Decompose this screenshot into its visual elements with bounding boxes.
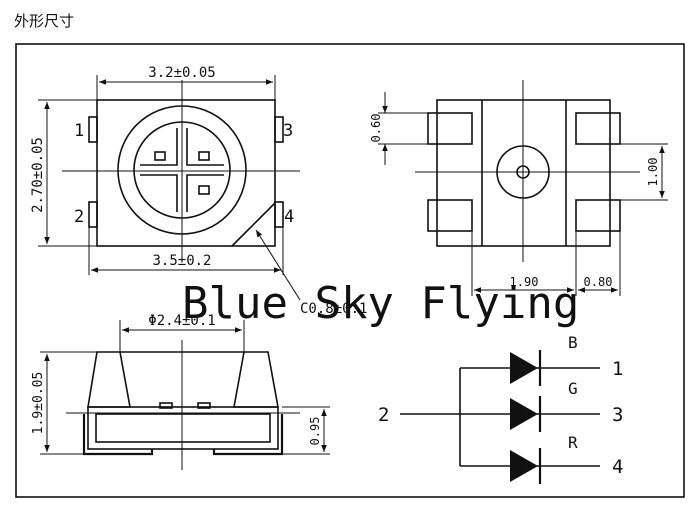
lens-cross: [140, 128, 224, 212]
diode-r: [510, 450, 538, 482]
dim-lead-width: 3.5±0.2: [152, 253, 211, 269]
diode-g: [510, 398, 538, 430]
bottom-pad-tl: [427, 112, 473, 145]
channel-color-b: B: [568, 333, 578, 352]
drawing-frame: [15, 43, 685, 498]
circuit-common-pin: 2: [378, 404, 389, 426]
pad-4: [274, 201, 284, 228]
package-body: [87, 406, 279, 450]
chip-2: [198, 151, 210, 161]
channel-color-g: G: [568, 379, 578, 398]
dome-right-wall: [233, 351, 279, 408]
bottom-view: 0.60 1.00 1.90 0.80: [369, 80, 668, 296]
lead-left: [82, 414, 154, 456]
pin-label-1: 1: [74, 121, 84, 141]
chamfer-edge: [231, 202, 276, 247]
circuit-schematic: 2 B G R 1 3 4: [378, 333, 623, 484]
channel-pin-3: 3: [612, 404, 623, 426]
lead-right: [212, 414, 284, 456]
top-view: 3.2±0.05 2.70±0.05 3.5±0.2 C0.8±0.1 1 2 …: [30, 65, 367, 317]
side-view: Φ2.4±0.1 1.9±0.05 0.95: [31, 313, 330, 470]
dim-base: 0.95: [308, 417, 322, 446]
watermark-text: Blue Sky Flying: [182, 278, 579, 329]
bottom-pad-br: [575, 199, 621, 232]
bottom-pad-bl: [427, 199, 473, 232]
dim-side-height: 1.9±0.05: [31, 372, 46, 435]
package-outline: [96, 99, 276, 247]
chamfer-leader: [255, 229, 301, 301]
pad-2: [88, 201, 98, 228]
bottom-pad-tr: [575, 112, 621, 145]
diode-b: [510, 352, 538, 384]
package-body-hatch: [95, 413, 271, 443]
pad-1: [88, 116, 98, 143]
section-heading: 外形尺寸: [14, 12, 75, 30]
dim-pad-gap: 1.00: [646, 158, 660, 187]
pad-3: [274, 116, 284, 143]
chip-3: [198, 185, 210, 195]
dim-pitch: 1.90: [510, 275, 539, 289]
channel-color-r: R: [568, 433, 578, 452]
dim-pad-width: 0.80: [584, 275, 613, 289]
pin-label-3: 3: [283, 121, 293, 141]
dim-chamfer: C0.8±0.1: [300, 301, 367, 317]
dim-pad-height: 0.60: [369, 114, 383, 143]
dome-left-wall: [87, 351, 131, 408]
channel-pin-1: 1: [612, 358, 623, 380]
chip-1: [154, 151, 166, 161]
pin-label-2: 2: [74, 207, 84, 227]
channel-pin-4: 4: [612, 456, 623, 478]
dim-height: 2.70±0.05: [30, 137, 46, 213]
pin-label-4: 4: [284, 207, 294, 227]
dim-dome: Φ2.4±0.1: [148, 313, 215, 329]
dim-width: 3.2±0.05: [148, 65, 215, 81]
